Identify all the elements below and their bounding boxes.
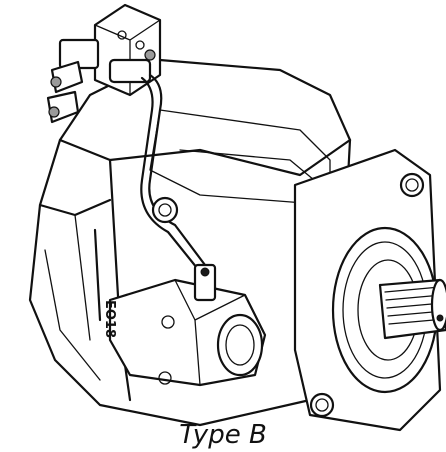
control-valve-icon bbox=[46, 3, 162, 124]
housing-marking: EO18 bbox=[102, 300, 117, 338]
hydraulic-tube bbox=[140, 73, 207, 270]
figure-caption: Type B bbox=[179, 420, 267, 450]
splined-drive-shaft-icon bbox=[378, 278, 446, 340]
regulator-block bbox=[108, 263, 267, 387]
mounting-flange bbox=[293, 148, 442, 432]
